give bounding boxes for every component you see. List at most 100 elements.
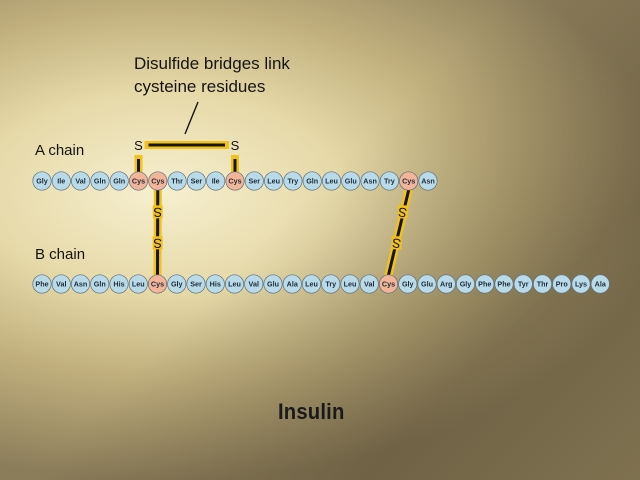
a-chain-residue-ser: Ser: [244, 171, 264, 191]
b-chain-residue-ala: Ala: [282, 274, 302, 294]
svg-text:Asn: Asn: [363, 177, 377, 186]
svg-text:Gly: Gly: [171, 280, 183, 289]
svg-text:Ser: Ser: [191, 177, 203, 186]
b-chain-residue-leu: Leu: [128, 274, 148, 294]
svg-text:Gly: Gly: [402, 280, 414, 289]
svg-text:Thr: Thr: [171, 177, 183, 186]
svg-text:Leu: Leu: [305, 280, 318, 289]
svg-text:Val: Val: [56, 280, 66, 289]
b-chain-residue-his: His: [205, 274, 225, 294]
b-chain-residue-gly: Gly: [455, 274, 476, 294]
svg-text:Cys: Cys: [402, 177, 415, 186]
svg-text:Lys: Lys: [575, 280, 587, 289]
interchain-bridge-2-sulfur-2: S: [390, 235, 402, 251]
page-title: Insulin: [278, 399, 345, 424]
a-chain-residue-leu: Leu: [264, 171, 284, 191]
b-chain-residue-cys: Cys: [147, 274, 168, 294]
svg-text:Val: Val: [249, 280, 259, 289]
svg-text:His: His: [210, 280, 221, 289]
svg-text:Try: Try: [384, 177, 395, 186]
a-chain-residue-ile: Ile: [206, 171, 226, 191]
a-chain-label: A chain: [35, 142, 85, 159]
a-chain-residue-gln: Gln: [302, 171, 322, 191]
b-chain-label: B chain: [35, 246, 86, 263]
svg-text:S: S: [153, 205, 162, 220]
svg-text:His: His: [113, 280, 124, 289]
svg-text:Leu: Leu: [325, 177, 338, 186]
a-chain-residue-ile: Ile: [51, 171, 71, 191]
svg-text:Phe: Phe: [35, 280, 48, 289]
a-chain-residue-gly: Gly: [32, 171, 52, 191]
interchain-bridge-2-sulfur-1: S: [397, 204, 409, 220]
svg-text:Leu: Leu: [132, 280, 145, 289]
svg-text:Glu: Glu: [345, 177, 357, 186]
sulfur-label: S: [134, 138, 143, 153]
disulfide-bridges: [134, 101, 414, 280]
a-chain-residue-thr: Thr: [167, 171, 187, 191]
svg-text:Try: Try: [325, 280, 336, 289]
svg-text:Cys: Cys: [382, 280, 395, 289]
svg-text:Asn: Asn: [74, 280, 88, 289]
svg-text:Cys: Cys: [151, 280, 164, 289]
b-chain-residue-glu: Glu: [263, 274, 283, 294]
disulfide-annotation: Disulfide bridges link cysteine residues: [134, 52, 290, 98]
svg-text:S: S: [397, 204, 409, 220]
b-chain-residue-pro: Pro: [552, 274, 572, 294]
a-chain-residue-gln: Gln: [90, 171, 110, 191]
b-chain-residue-cys: Cys: [378, 274, 399, 294]
a-chain-residue-try: Try: [283, 171, 303, 191]
svg-text:Glu: Glu: [267, 280, 279, 289]
annotation-line-2: cysteine residues: [134, 77, 266, 96]
b-chain-residue-arg: Arg: [436, 274, 456, 294]
svg-text:Pro: Pro: [556, 280, 569, 289]
svg-text:Ala: Ala: [595, 280, 607, 289]
b-chain-residue-val: Val: [359, 274, 379, 294]
svg-text:Ala: Ala: [287, 280, 299, 289]
interchain-bridge-1-sulfur-2: S: [152, 236, 163, 251]
a-chain-residue-leu: Leu: [321, 171, 342, 191]
svg-text:Leu: Leu: [267, 177, 280, 186]
svg-text:Ile: Ile: [212, 177, 220, 186]
svg-text:Phe: Phe: [497, 280, 510, 289]
b-chain-residue-thr: Thr: [532, 274, 553, 294]
b-chain-residue-phe: Phe: [32, 274, 52, 294]
b-chain-residue-leu: Leu: [224, 274, 245, 294]
svg-text:Glu: Glu: [421, 280, 433, 289]
a-chain-residue-cys: Cys: [399, 171, 419, 191]
a-chain-residue-gln: Gln: [109, 171, 129, 191]
annotation-line-1: Disulfide bridges link: [134, 54, 290, 73]
svg-text:Gly: Gly: [36, 177, 48, 186]
svg-text:Gly: Gly: [460, 280, 472, 289]
a-chain-residue-val: Val: [71, 171, 91, 191]
a-chain-residue-try: Try: [379, 171, 399, 191]
svg-text:Cys: Cys: [228, 177, 241, 186]
sulfur-label: S: [231, 138, 240, 153]
b-chain-residue-phe: Phe: [494, 274, 514, 294]
svg-text:Ser: Ser: [190, 280, 202, 289]
b-chain-residue-phe: Phe: [475, 274, 495, 294]
svg-text:Leu: Leu: [344, 280, 357, 289]
a-chain-residue-asn: Asn: [418, 171, 438, 191]
a-chain-residue-cys: Cys: [128, 171, 149, 191]
b-chain-residue-try: Try: [321, 274, 341, 294]
b-chain-residue-val: Val: [244, 274, 264, 294]
interchain-bridge-1-sulfur-1: S: [152, 205, 163, 220]
b-chain-residue-ser: Ser: [186, 274, 206, 294]
b-chain-residue-gln: Gln: [90, 274, 110, 294]
annotation-pointer: [184, 101, 199, 135]
svg-text:Arg: Arg: [440, 280, 452, 289]
a-chain-residue-cys: Cys: [148, 171, 168, 191]
svg-text:Ser: Ser: [249, 177, 261, 186]
b-chain-residue-lys: Lys: [571, 274, 591, 294]
a-chain-residue-asn: Asn: [360, 171, 380, 191]
intra-bridge-posts: [134, 155, 239, 176]
svg-text:Ile: Ile: [57, 177, 65, 186]
svg-text:Asn: Asn: [421, 177, 435, 186]
svg-text:Leu: Leu: [228, 280, 241, 289]
svg-text:Cys: Cys: [151, 177, 164, 186]
svg-text:Thr: Thr: [537, 280, 549, 289]
